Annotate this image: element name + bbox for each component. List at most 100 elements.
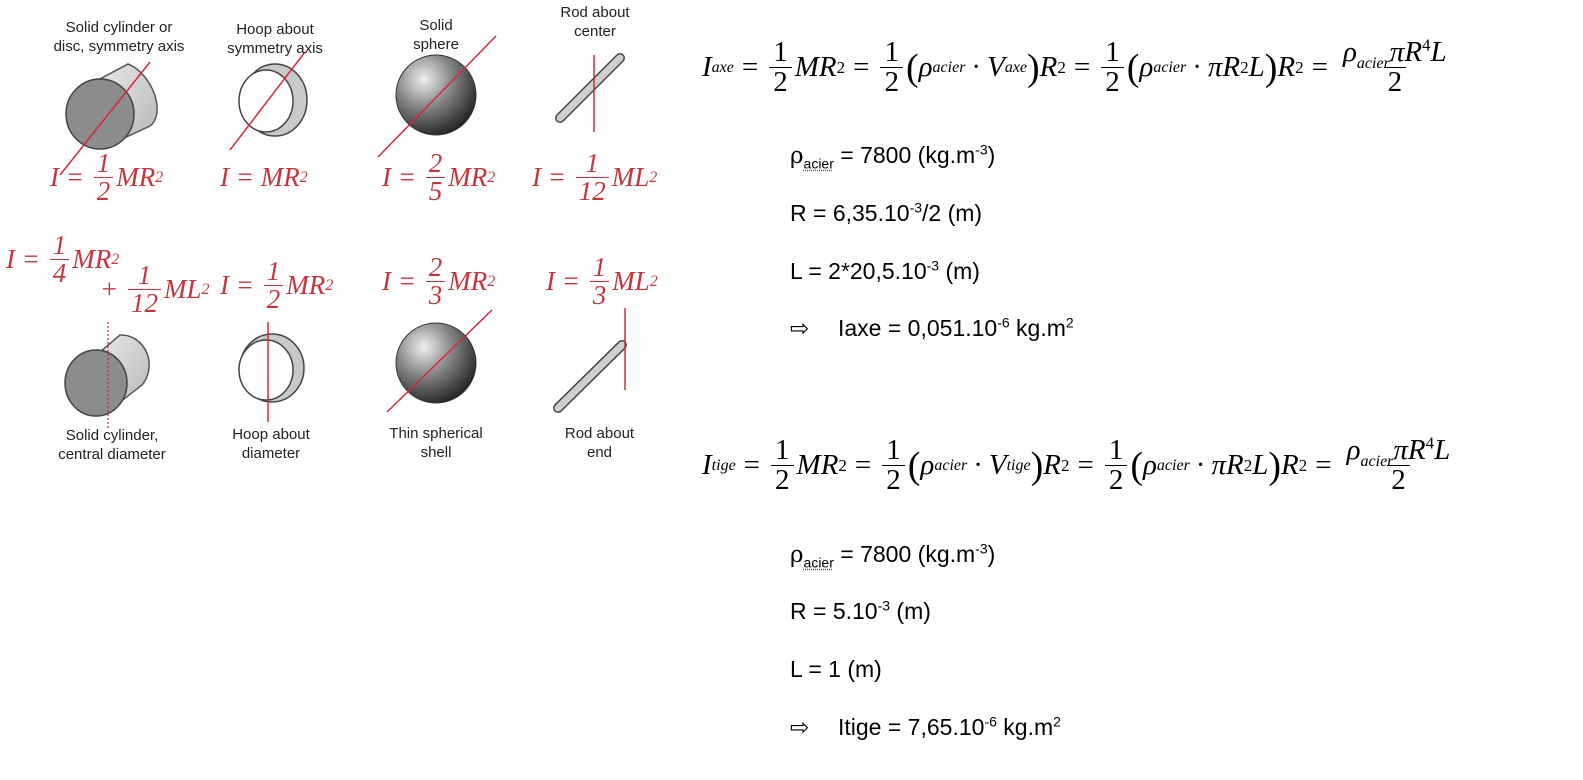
eq-exp: 4 xyxy=(1422,35,1431,55)
caption-rod-center: Rod about center xyxy=(545,3,645,41)
fraction-den: 2 xyxy=(1383,67,1407,97)
caption-thin-shell: Thin spherical shell xyxy=(376,424,496,462)
eq-term: MR xyxy=(796,449,839,481)
eq-equals: = xyxy=(854,449,872,481)
eq-term: R xyxy=(1226,449,1244,481)
rho-acier-line-1: ρacier = 7800 (kg.m-3) xyxy=(790,142,995,171)
caption-text: Solid sphere xyxy=(413,17,459,53)
eq-equals: = xyxy=(1315,449,1332,481)
caption-text: Rod about center xyxy=(560,4,630,40)
length-value: L = 2*20,5.10 xyxy=(790,258,927,284)
result-line-2: ⇨Itige = 7,65.10-6 kg.m2 xyxy=(790,714,1061,741)
eq-equals: = xyxy=(1073,51,1091,83)
fraction-num: 1 xyxy=(1108,434,1124,466)
fraction-num: 1 xyxy=(773,36,788,68)
eq-equals: = xyxy=(1311,51,1328,83)
radius-value: R = 5.10 xyxy=(790,598,878,624)
fraction-num: 1 xyxy=(1105,36,1120,68)
result-line-1: ⇨Iaxe = 0,051.10-6 kg.m2 xyxy=(790,315,1074,342)
fraction-num: 1 xyxy=(775,434,790,466)
eq-exp: 4 xyxy=(1425,433,1435,453)
rho-acier-line-2: ρacier = 7800 (kg.m-3) xyxy=(790,541,995,571)
fraction-den: 12 xyxy=(127,289,161,317)
fraction-den: 2 xyxy=(1387,465,1410,495)
rho-symbol: ρ xyxy=(790,143,804,169)
eq-rho: ρ xyxy=(920,449,935,481)
result-unit-exponent: 2 xyxy=(1053,713,1061,730)
eq-term: πR xyxy=(1393,434,1426,466)
fraction-den: 2 xyxy=(880,67,903,97)
fraction-den: 2 xyxy=(882,465,905,495)
caption-text: Rod about end xyxy=(564,425,635,461)
formula-rest: MR xyxy=(116,162,156,192)
eq-pi: π xyxy=(1211,449,1226,481)
eq-rho: ρ xyxy=(1346,434,1361,466)
formula-rest: MR xyxy=(448,266,488,296)
formula-rest: MR xyxy=(286,270,326,300)
eq-term: MR xyxy=(794,51,837,83)
formula-rest: MR xyxy=(448,162,488,192)
fraction-num: 1 xyxy=(96,148,111,178)
fraction-num: 1 xyxy=(884,36,899,68)
result-exponent: -6 xyxy=(984,713,997,730)
fraction-den: 2 xyxy=(1104,465,1128,495)
rho-subscript: acier xyxy=(803,554,834,571)
fraction-den: 12 xyxy=(575,177,609,205)
eq-term: R xyxy=(1039,51,1058,83)
formula-rest: MR xyxy=(72,244,112,274)
formula-lhs: I = xyxy=(382,266,423,296)
eq-term: V xyxy=(988,449,1007,481)
solid-sphere-shape xyxy=(377,35,497,158)
hoop-axis-shape xyxy=(229,51,308,151)
rod-center-shape xyxy=(555,53,625,132)
eq-equals: = xyxy=(741,51,759,83)
fraction-den: 3 xyxy=(425,281,446,309)
eq-term: R xyxy=(1222,51,1241,83)
eq-subscript: acier xyxy=(1360,452,1394,470)
eq-term: L xyxy=(1248,51,1265,83)
fraction-den: 5 xyxy=(425,177,446,205)
caption-hoop-axis: Hoop about symmetry axis xyxy=(220,20,330,58)
caption-solid-sphere: Solid sphere xyxy=(396,16,476,54)
eq-term: L xyxy=(1434,434,1451,466)
eq-term: L xyxy=(1430,36,1447,68)
hoop-diameter-shape xyxy=(238,322,305,422)
fraction-num: 1 xyxy=(52,230,67,260)
implies-arrow-icon: ⇨ xyxy=(790,715,810,741)
formula-plus: + xyxy=(100,274,125,304)
eq-rho: ρ xyxy=(1343,36,1357,68)
fraction-num: 2 xyxy=(428,252,443,282)
eq-term: R xyxy=(1281,449,1299,481)
eq-equals: = xyxy=(853,51,870,83)
fraction-den: 2 xyxy=(769,67,792,97)
eq-rho: ρ xyxy=(1139,51,1154,83)
radius-exponent: -3 xyxy=(909,199,923,216)
fraction-num: 2 xyxy=(428,148,443,178)
formula-rest: ML xyxy=(163,274,202,304)
caption-text: Hoop about symmetry axis xyxy=(227,21,323,57)
radius-unit: (m) xyxy=(890,598,931,624)
eq-term: L xyxy=(1252,449,1269,481)
radius-line-2: R = 5.10-3 (m) xyxy=(790,598,931,625)
eq-term: R xyxy=(1277,51,1296,83)
eq-dot: · xyxy=(1195,449,1206,481)
shapes-illustration xyxy=(59,35,627,428)
solid-cylinder-axis-shape xyxy=(59,61,158,176)
